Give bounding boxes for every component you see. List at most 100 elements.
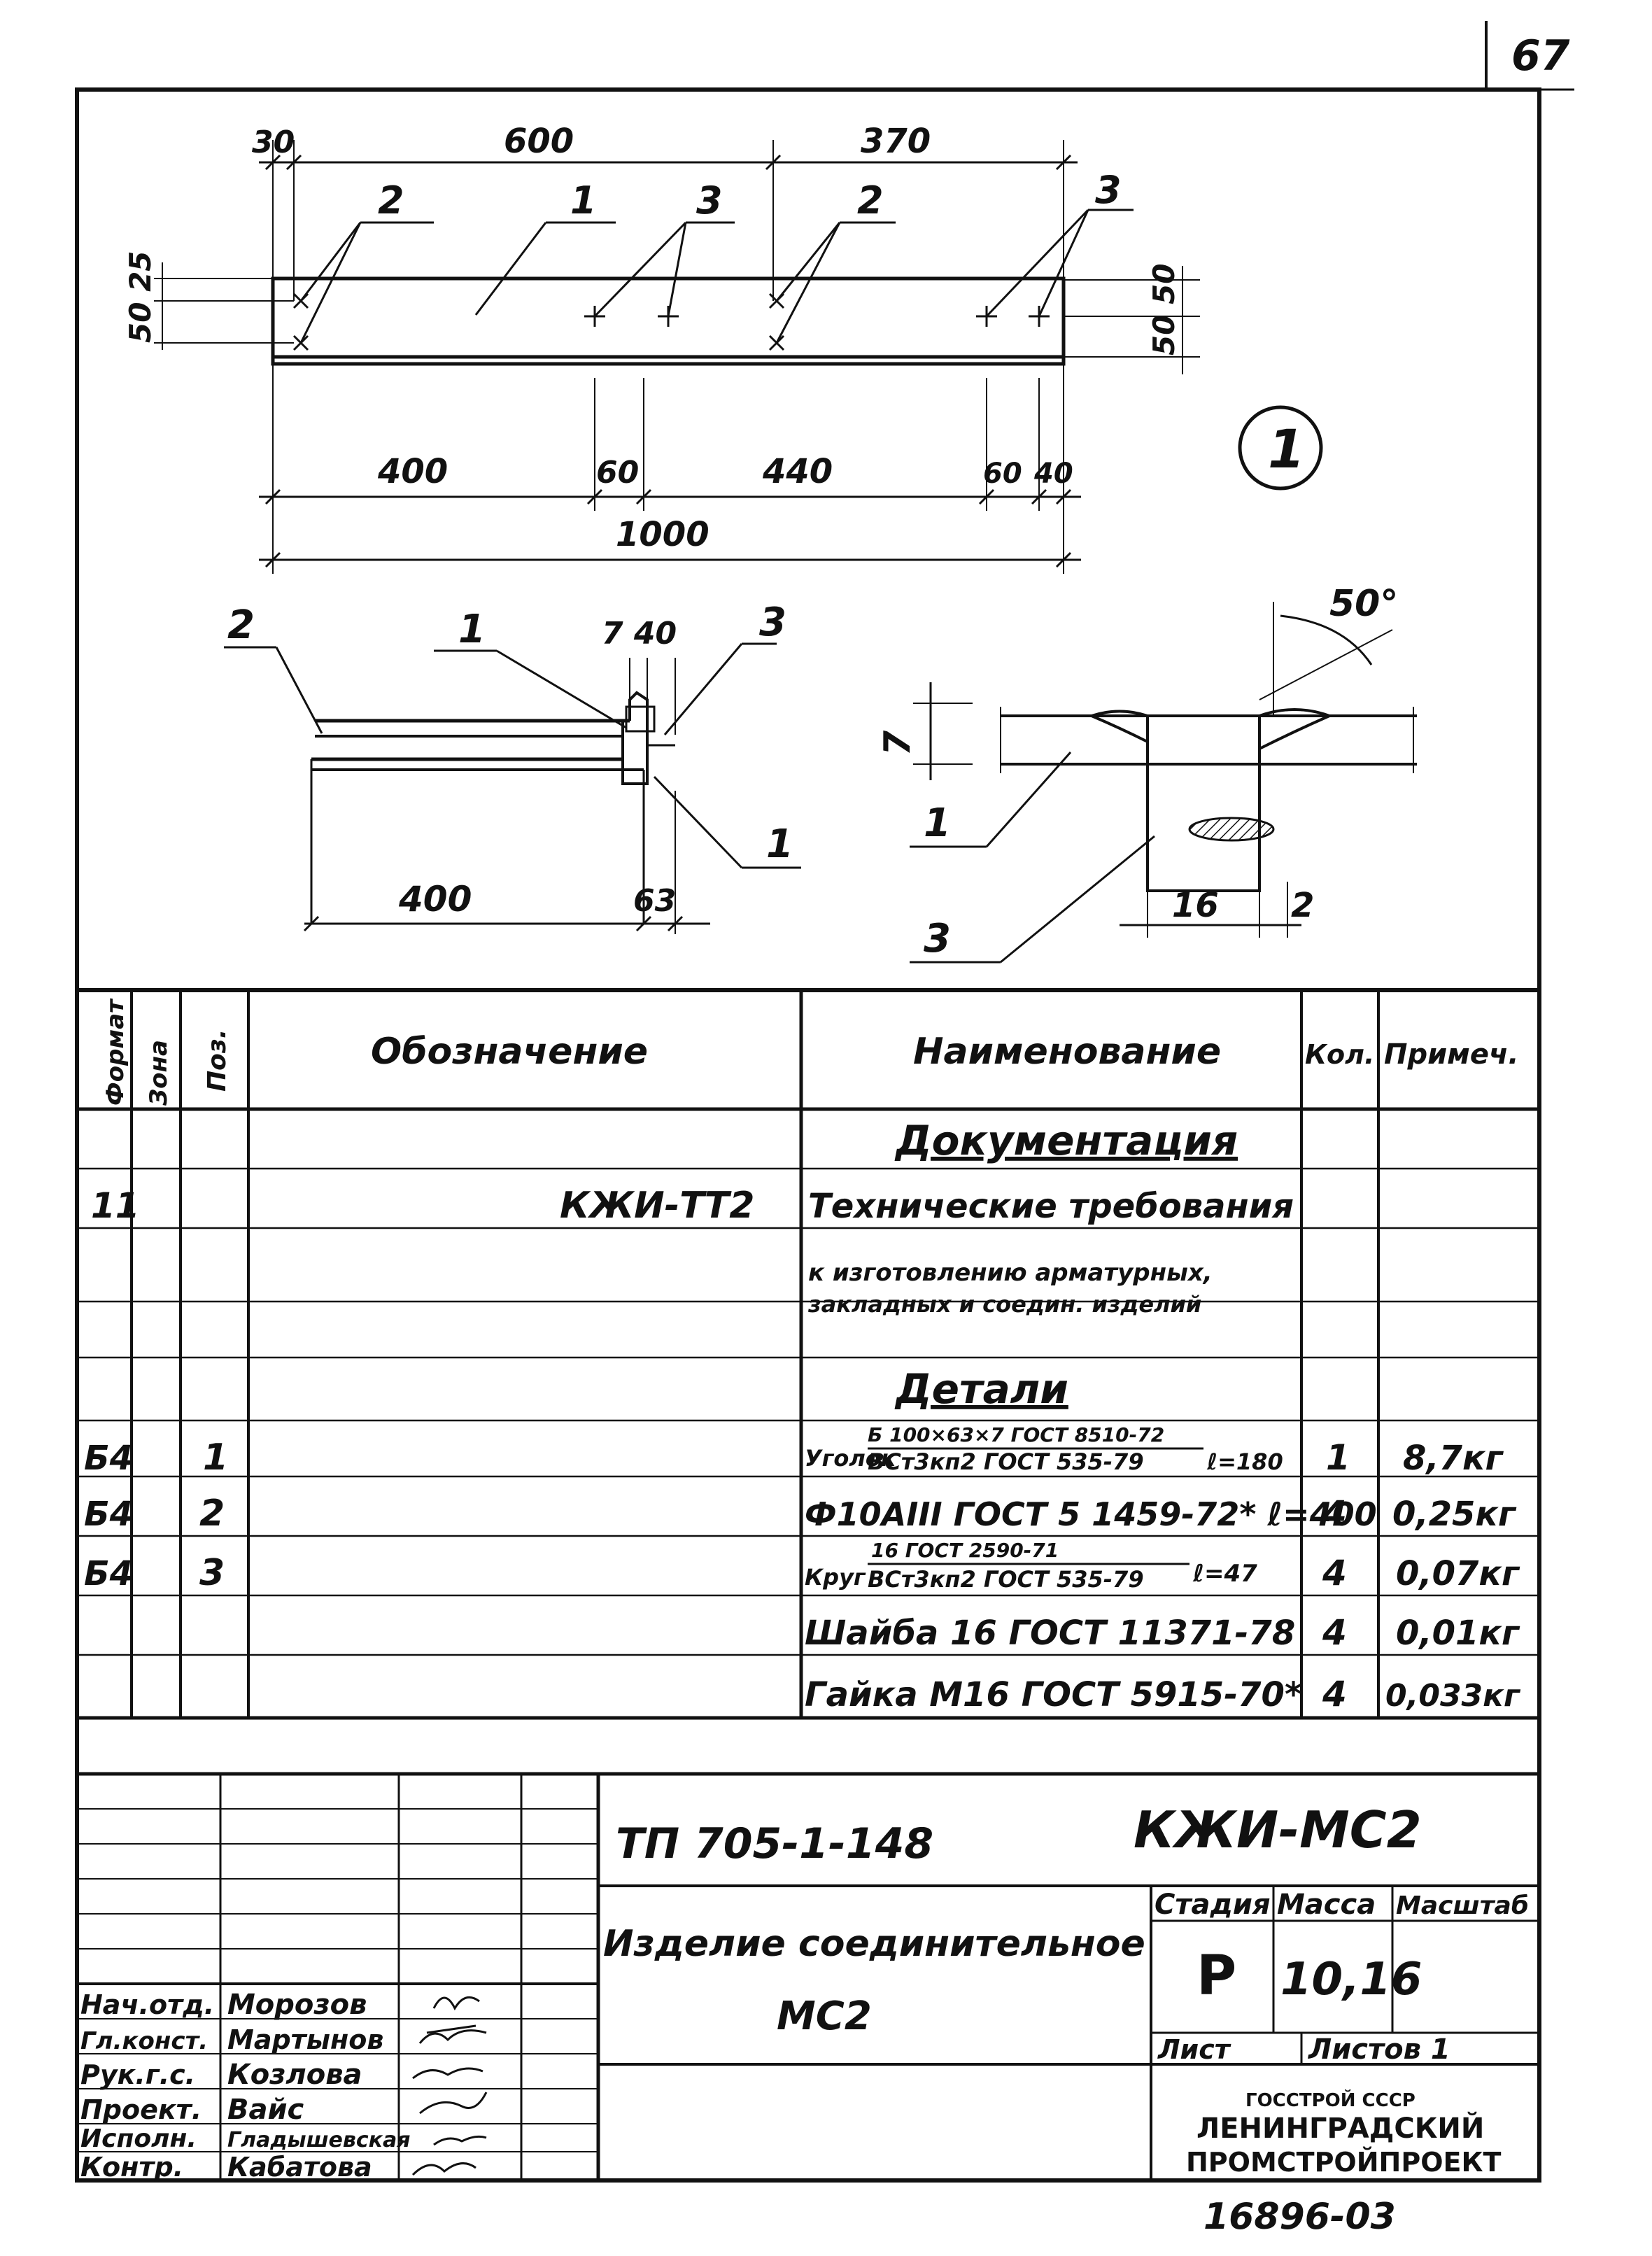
row3-format: Б4: [84, 1554, 133, 1593]
dim-60b: 60: [983, 458, 1022, 490]
item-code: МС2: [777, 1994, 872, 2039]
row3-prefix: Круг: [805, 1564, 866, 1591]
plan-callout-2b: 2: [857, 178, 884, 223]
sig-role-1: Нач.отд.: [80, 1989, 214, 2020]
mass-header: Масса: [1277, 1889, 1376, 1921]
row2-format: Б4: [84, 1495, 133, 1534]
section-dim-400: 400: [398, 879, 472, 919]
sig-name-3: Козлова: [227, 2059, 362, 2091]
row4-name: Шайба 16 ГОСТ 11371-78: [805, 1614, 1295, 1653]
detail-dim-16: 16: [1172, 886, 1219, 925]
hatched-weld: [1188, 817, 1275, 842]
dim-370: 370: [861, 122, 931, 161]
project-number: ТП 705-1-148: [616, 1819, 933, 1868]
sig-role-4: Проект.: [80, 2094, 202, 2125]
scale-header: Масштаб: [1396, 1891, 1529, 1920]
stage-header: Стадия: [1155, 1889, 1271, 1921]
dim-1000: 1000: [616, 515, 709, 554]
row3-qty: 4: [1322, 1553, 1347, 1593]
signature-scribbles: [411, 1996, 488, 2176]
row2-name: Ф10АIII ГОСТ 5 1459-72* ℓ=400: [805, 1495, 1377, 1533]
detail-view: 50° 7 16 2 1 3: [877, 583, 1417, 964]
section-details: Детали: [894, 1365, 1068, 1413]
sig-role-6: Контр.: [80, 2152, 183, 2183]
row1-note: 8,7кг: [1403, 1439, 1504, 1478]
plan-callout-3b: 3: [1095, 168, 1122, 212]
detail-dim-7: 7: [877, 730, 919, 756]
row5-name: Гайка М16 ГОСТ 5915-70*: [805, 1675, 1302, 1714]
row2-note: 0,25кг: [1392, 1495, 1517, 1534]
archive-number: 16896-03: [1203, 2196, 1396, 2238]
dim-60a: 60: [596, 455, 639, 491]
row3-top: 16 ГОСТ 2590-71: [871, 1539, 1059, 1562]
doc-name-cont-1: к изготовлению арматурных,: [808, 1259, 1213, 1287]
section-callout-1a: 1: [458, 607, 486, 652]
table-row: Гайка М16 ГОСТ 5915-70* 4 0,033кг: [805, 1674, 1521, 1714]
sheets-label: Листов 1: [1308, 2033, 1450, 2066]
dim-440: 440: [762, 452, 833, 491]
section-dim-63: 63: [633, 883, 676, 919]
row5-note: 0,033кг: [1385, 1678, 1521, 1714]
signature-rows: Нач.отд. Морозов Гл.конст. Мартынов Рук.…: [80, 1989, 411, 2183]
doc-name-cont-2: закладных и соедин. изделий: [807, 1291, 1201, 1318]
mass-value: 10,16: [1280, 1954, 1422, 2005]
org-line-1: ГОССТРОЙ СССР: [1245, 2089, 1416, 2111]
section-callout-2: 2: [227, 602, 255, 648]
row1-top: Б 100×63×7 ГОСТ 8510-72: [868, 1423, 1164, 1446]
org-line-2: ЛЕНИНГРАДСКИЙ: [1196, 2111, 1484, 2145]
dim-40: 40: [1033, 458, 1073, 490]
section-callout-1b: 1: [766, 822, 793, 867]
detail-callout-3: 3: [924, 916, 951, 961]
plan-callout-2a: 2: [378, 178, 404, 223]
header-position: Поз.: [203, 1029, 232, 1092]
header-format: Формат: [101, 998, 129, 1106]
header-qty: Кол.: [1305, 1039, 1374, 1070]
item-name: Изделие соединительное: [603, 1923, 1145, 1965]
row3-suffix: ℓ=47: [1192, 1560, 1257, 1588]
sig-name-6: Кабатова: [227, 2152, 372, 2183]
row1-pos: 1: [203, 1437, 228, 1479]
document-code: КЖИ-МС2: [1134, 1800, 1422, 1859]
dim-400: 400: [377, 452, 448, 491]
row4-note: 0,01кг: [1396, 1614, 1520, 1653]
section-callout-3: 3: [759, 600, 786, 645]
doc-name: Технические требования: [808, 1187, 1294, 1226]
plan-callout-1: 1: [570, 178, 597, 223]
view-mark-circle: [1238, 405, 1323, 491]
spec-table: Формат Зона Поз. Обозначение Наименовани…: [77, 988, 1539, 1720]
title-block: Нач.отд. Морозов Гл.конст. Мартынов Рук.…: [77, 1772, 1539, 2183]
plan-view: 30 600 370: [123, 122, 1323, 574]
sig-name-1: Морозов: [227, 1989, 367, 2021]
table-row: Б4 2 Ф10АIII ГОСТ 5 1459-72* ℓ=400 4 0,2…: [84, 1493, 1517, 1535]
row1-qty: 1: [1326, 1437, 1350, 1478]
sig-name-5: Гладышевская: [227, 2128, 411, 2152]
sig-role-2: Гл.конст.: [80, 2027, 208, 2055]
doc-format: 11: [91, 1185, 140, 1226]
plan-callout-3a: 3: [696, 178, 723, 223]
sheet-frame: [75, 87, 1541, 2183]
sheet-label: Лист: [1157, 2034, 1231, 2065]
table-row: Б4 1 Уголок Б 100×63×7 ГОСТ 8510-72 ВСт3…: [84, 1423, 1504, 1479]
detail-angle: 50°: [1329, 583, 1398, 625]
dim-600: 600: [504, 122, 574, 161]
detail-callout-1: 1: [924, 801, 951, 846]
sig-name-4: Вайс: [227, 2094, 304, 2126]
detail-dim-2: 2: [1291, 886, 1314, 925]
header-zone: Зона: [145, 1040, 173, 1106]
row1-bottom: ВСт3кп2 ГОСТ 535-79: [868, 1448, 1144, 1475]
table-row: Б4 3 Круг 16 ГОСТ 2590-71 ВСт3кп2 ГОСТ 5…: [84, 1539, 1520, 1594]
row1-suffix: ℓ=180: [1206, 1448, 1283, 1475]
left-dims: 50 25: [123, 251, 157, 343]
doc-designation: КЖИ-ТТ2: [560, 1185, 754, 1227]
section-dims-top: 7 40: [602, 616, 677, 651]
view-mark: 1: [1268, 418, 1305, 480]
org-line-3: ПРОМСТРОЙПРОЕКТ: [1186, 2147, 1502, 2178]
sheet-number: 67: [1511, 31, 1570, 80]
header-designation: Обозначение: [371, 1031, 648, 1073]
header-name: Наименование: [913, 1031, 1221, 1073]
row3-pos: 3: [199, 1552, 225, 1594]
table-row: Шайба 16 ГОСТ 11371-78 4 0,01кг: [805, 1612, 1520, 1653]
row2-qty: 4: [1322, 1493, 1347, 1534]
angle-plate: [271, 276, 1066, 366]
